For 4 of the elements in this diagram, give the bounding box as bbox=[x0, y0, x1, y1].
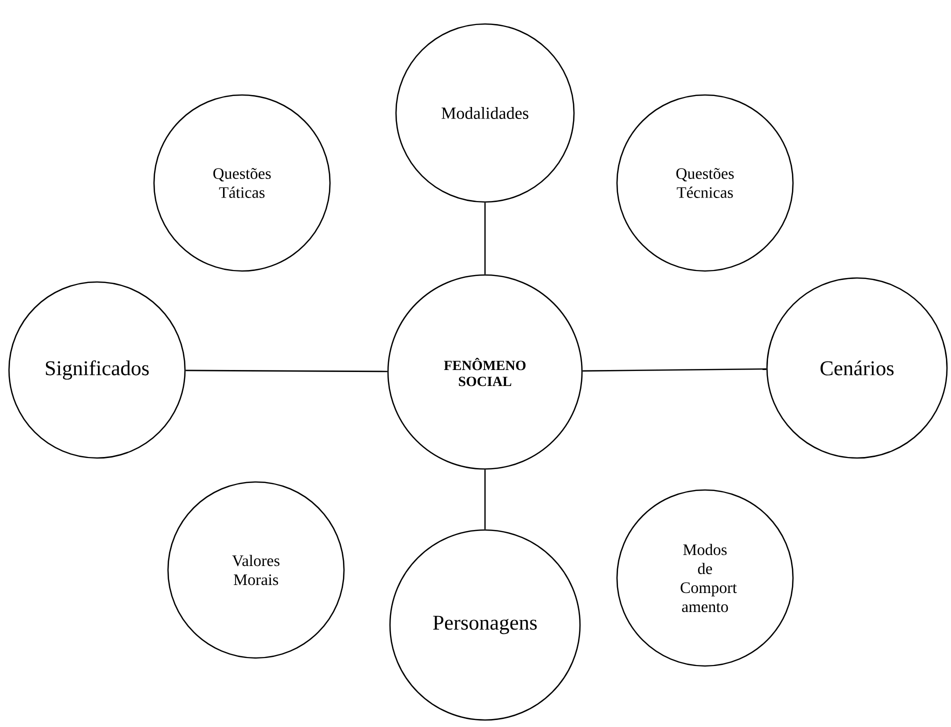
connector-line bbox=[484, 202, 486, 274]
connector-line bbox=[582, 368, 766, 372]
connector-line bbox=[484, 470, 486, 530]
connector-line bbox=[186, 370, 388, 372]
